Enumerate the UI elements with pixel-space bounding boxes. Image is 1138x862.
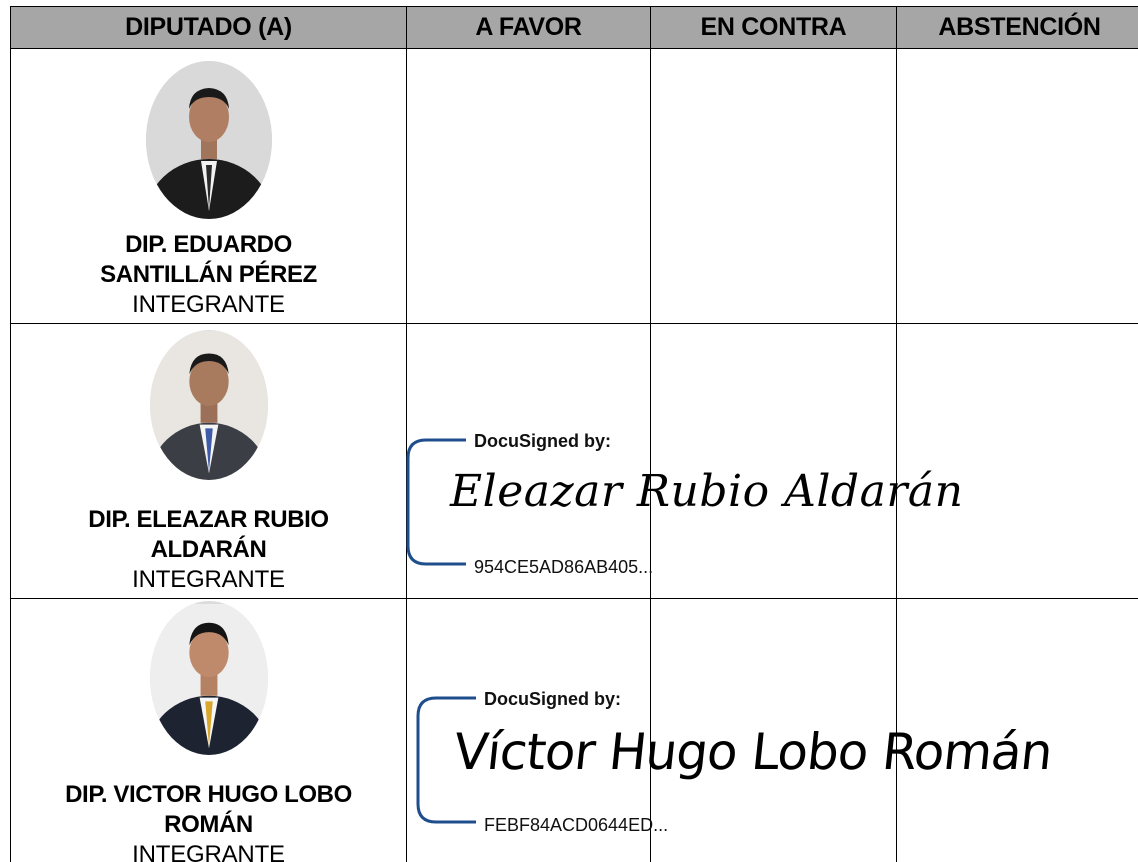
member-name: DIP. VICTOR HUGO LOBO ROMÁN bbox=[65, 781, 352, 838]
table-header-row: DIPUTADO (A) A FAVOR EN CONTRA ABSTENCIÓ… bbox=[10, 6, 1138, 49]
member-role: INTEGRANTE bbox=[132, 566, 285, 593]
portrait-icon bbox=[145, 61, 272, 219]
header-abstention: ABSTENCIÓN bbox=[896, 6, 1138, 49]
member-name: DIP. EDUARDO SANTILLÁN PÉREZ bbox=[100, 231, 317, 288]
member-name: DIP. ELEAZAR RUBIO ALDARÁN bbox=[88, 506, 329, 563]
member-cell: DIP. EDUARDO SANTILLÁN PÉREZ INTEGRANTE bbox=[10, 48, 407, 324]
member-cell: DIP. ELEAZAR RUBIO ALDARÁN INTEGRANTE bbox=[10, 323, 407, 599]
member-photo bbox=[149, 601, 268, 755]
member-role: INTEGRANTE bbox=[132, 841, 285, 862]
header-against: EN CONTRA bbox=[650, 6, 897, 49]
vote-against-cell bbox=[650, 323, 897, 599]
table-row: DIP. ELEAZAR RUBIO ALDARÁN INTEGRANTE bbox=[10, 323, 1138, 599]
vote-table: DIPUTADO (A) A FAVOR EN CONTRA ABSTENCIÓ… bbox=[10, 6, 1138, 862]
member-photo bbox=[149, 330, 268, 480]
vote-abstention-cell bbox=[896, 598, 1138, 862]
vote-against-cell bbox=[650, 48, 897, 324]
portrait-icon bbox=[149, 604, 268, 755]
portrait-icon bbox=[149, 331, 268, 480]
vote-abstention-cell bbox=[896, 48, 1138, 324]
vote-abstention-cell bbox=[896, 323, 1138, 599]
vote-favor-cell bbox=[406, 598, 651, 862]
header-favor: A FAVOR bbox=[406, 6, 651, 49]
member-cell: DIP. VICTOR HUGO LOBO ROMÁN INTEGRANTE bbox=[10, 598, 407, 862]
member-role: INTEGRANTE bbox=[132, 291, 285, 318]
table-row: DIP. VICTOR HUGO LOBO ROMÁN INTEGRANTE bbox=[10, 598, 1138, 862]
vote-favor-cell bbox=[406, 323, 651, 599]
header-member: DIPUTADO (A) bbox=[10, 6, 407, 49]
vote-against-cell bbox=[650, 598, 897, 862]
vote-favor-cell bbox=[406, 48, 651, 324]
member-photo bbox=[145, 61, 272, 219]
table-row: DIP. EDUARDO SANTILLÁN PÉREZ INTEGRANTE bbox=[10, 48, 1138, 324]
